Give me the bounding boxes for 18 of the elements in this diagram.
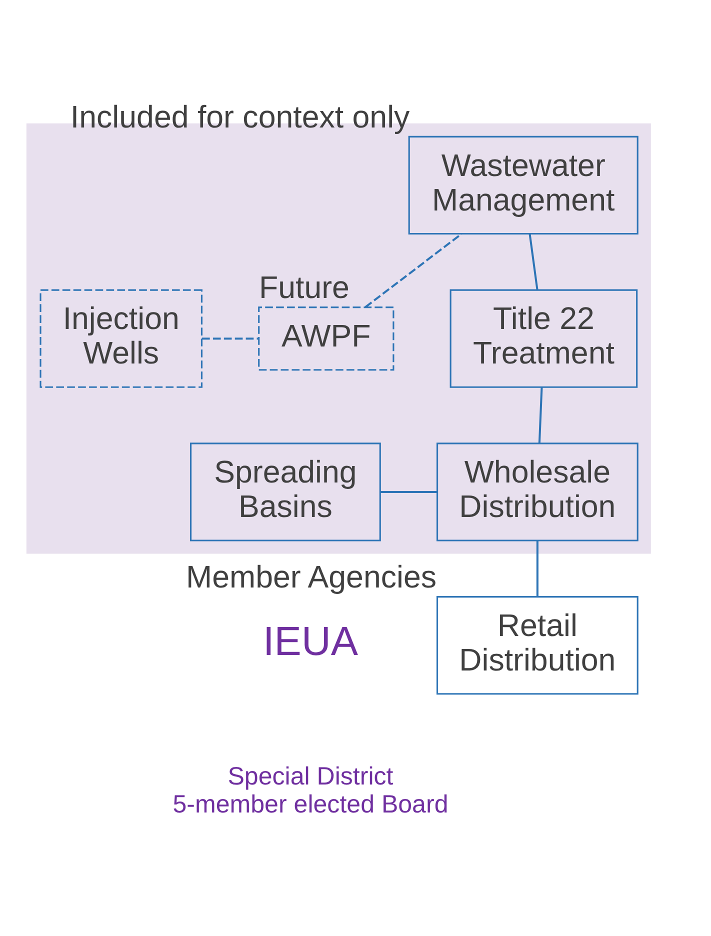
node-box: Wholesale Distribution: [436, 442, 638, 541]
connector: [364, 232, 462, 308]
node-label: Included for context only: [70, 98, 410, 134]
connector: [528, 233, 538, 290]
node-box: Title 22 Treatment: [450, 288, 638, 388]
node-box: Retail Distribution: [436, 596, 638, 694]
label: Special District 5-member elected Board: [172, 762, 448, 818]
node-box: Wastewater Management: [408, 135, 638, 234]
connector: [536, 540, 538, 596]
connector: [202, 337, 259, 340]
node-label: Future: [259, 269, 350, 304]
node-box: Injection Wells: [40, 288, 202, 388]
connector: [380, 490, 437, 492]
node-label: Member Agencies: [186, 558, 437, 594]
node-box: AWPF: [258, 306, 394, 370]
node-box: Spreading Basins: [190, 442, 381, 541]
connector: [538, 386, 543, 443]
label: IEUA: [263, 618, 358, 664]
